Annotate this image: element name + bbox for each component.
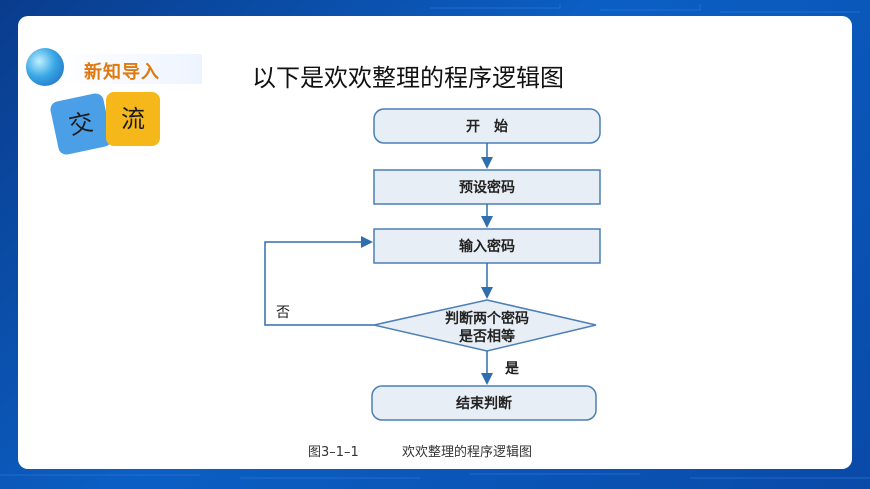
start-node-label: 开 始 — [466, 118, 508, 135]
section-label: 新知导入 — [84, 62, 160, 83]
globe-icon — [26, 48, 64, 86]
input-password-label: 输入密码 — [459, 238, 515, 255]
end-node — [371, 385, 597, 421]
caption-number: 图3–1–1 — [308, 445, 359, 460]
decision-label-line1: 判断两个密码 — [445, 310, 529, 327]
decision-label-line2: 是否相等 — [459, 328, 515, 345]
caption-text: 欢欢整理的程序逻辑图 — [402, 444, 532, 460]
section-badge-bar — [52, 54, 202, 84]
input-password-node — [373, 228, 601, 264]
set-password-label: 预设密码 — [459, 179, 515, 196]
edge-label-no: 否 — [276, 305, 290, 321]
section-badge: 新知导入 — [22, 46, 202, 90]
end-node-label: 结束判断 — [456, 395, 512, 412]
slide-canvas: 新知导入 交 流 以下是欢欢整理的程序逻辑图 开 始 预设密码 输入密码 判断两… — [18, 16, 852, 469]
flowchart: 开 始 预设密码 输入密码 判断两个密码 是否相等 否 是 结束判断 图3–1–… — [264, 108, 601, 460]
arrow-no-loop — [264, 236, 374, 326]
set-password-node — [373, 169, 601, 205]
page-title: 以下是欢欢整理的程序逻辑图 — [252, 64, 564, 92]
tag-right: 流 — [106, 92, 160, 146]
edge-label-yes: 是 — [505, 361, 520, 377]
